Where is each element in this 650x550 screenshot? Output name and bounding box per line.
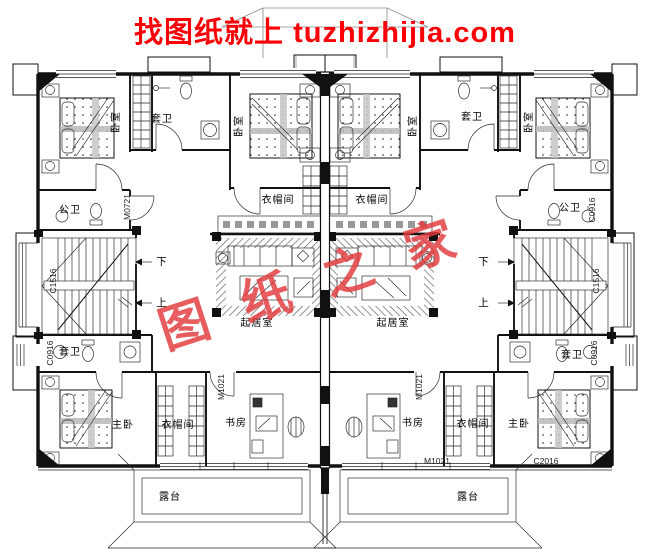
door-label: M1021 <box>215 374 226 400</box>
doors <box>95 123 261 399</box>
room-label: 公卫 <box>559 203 581 214</box>
bed-corner <box>41 83 115 174</box>
door-label: M1021 <box>413 374 424 400</box>
bed-center <box>249 83 321 215</box>
room-label: 卧室 <box>234 115 245 137</box>
room-label: 衣帽间 <box>261 195 295 206</box>
staircase <box>41 237 152 335</box>
window-label: C2016 <box>533 455 559 466</box>
window-label: C1516 <box>47 268 58 294</box>
room-label: 主卧 <box>508 419 530 430</box>
duplex-right-unit <box>314 55 637 548</box>
windows <box>16 68 316 471</box>
bathroom-fixtures-public <box>55 203 103 226</box>
study-desk <box>249 393 305 459</box>
dir-label: 下 <box>156 255 168 268</box>
dir-label: 上 <box>156 296 168 309</box>
room-label: 衣帽间 <box>456 419 490 430</box>
room-label: 起居室 <box>376 318 410 329</box>
window-label: C0916 <box>586 197 597 223</box>
bathroom-fixtures-top <box>153 75 220 140</box>
window-label: C1516 <box>590 268 601 294</box>
room-label: 衣帽间 <box>355 195 389 206</box>
window-label: C0916 <box>44 340 55 366</box>
room-label: 衣帽间 <box>161 420 195 431</box>
room-label: 露台 <box>159 492 181 503</box>
room-label: 套卫 <box>59 347 81 358</box>
porch-roof-lines <box>221 7 429 73</box>
cloakroom-closet-row <box>217 215 323 234</box>
room-label: 套卫 <box>461 112 483 123</box>
room-label: 露台 <box>457 492 479 503</box>
dir-label: 上 <box>478 296 490 309</box>
room-label: 起居室 <box>240 318 274 329</box>
room-label: 公卫 <box>59 205 81 216</box>
party-wall <box>319 71 331 469</box>
room-label: 书房 <box>402 418 424 429</box>
duplex-left-unit <box>12 54 337 549</box>
window-label: C0916 <box>588 340 599 366</box>
closet-strip <box>132 75 151 149</box>
room-label: 套卫 <box>151 114 173 125</box>
dir-label: 下 <box>478 255 490 268</box>
living-room <box>212 232 323 317</box>
room-label: 书房 <box>225 418 247 429</box>
room-label: 卧室 <box>524 111 535 133</box>
cloakroom-shelves <box>157 385 205 457</box>
room-label: 主卧 <box>112 420 134 431</box>
site-banner-text: 找图纸就上 tuzhizhijia.com <box>134 17 516 49</box>
room-label: 卧室 <box>408 115 419 137</box>
bed-master <box>41 375 113 466</box>
room-label: 卧室 <box>111 111 122 133</box>
room-label: 套卫 <box>561 350 583 361</box>
door-label: M0721 <box>121 194 132 220</box>
bathroom-fixtures-bottom <box>53 339 141 363</box>
ac-platform <box>12 63 39 96</box>
door-label: M1021 <box>424 455 450 466</box>
